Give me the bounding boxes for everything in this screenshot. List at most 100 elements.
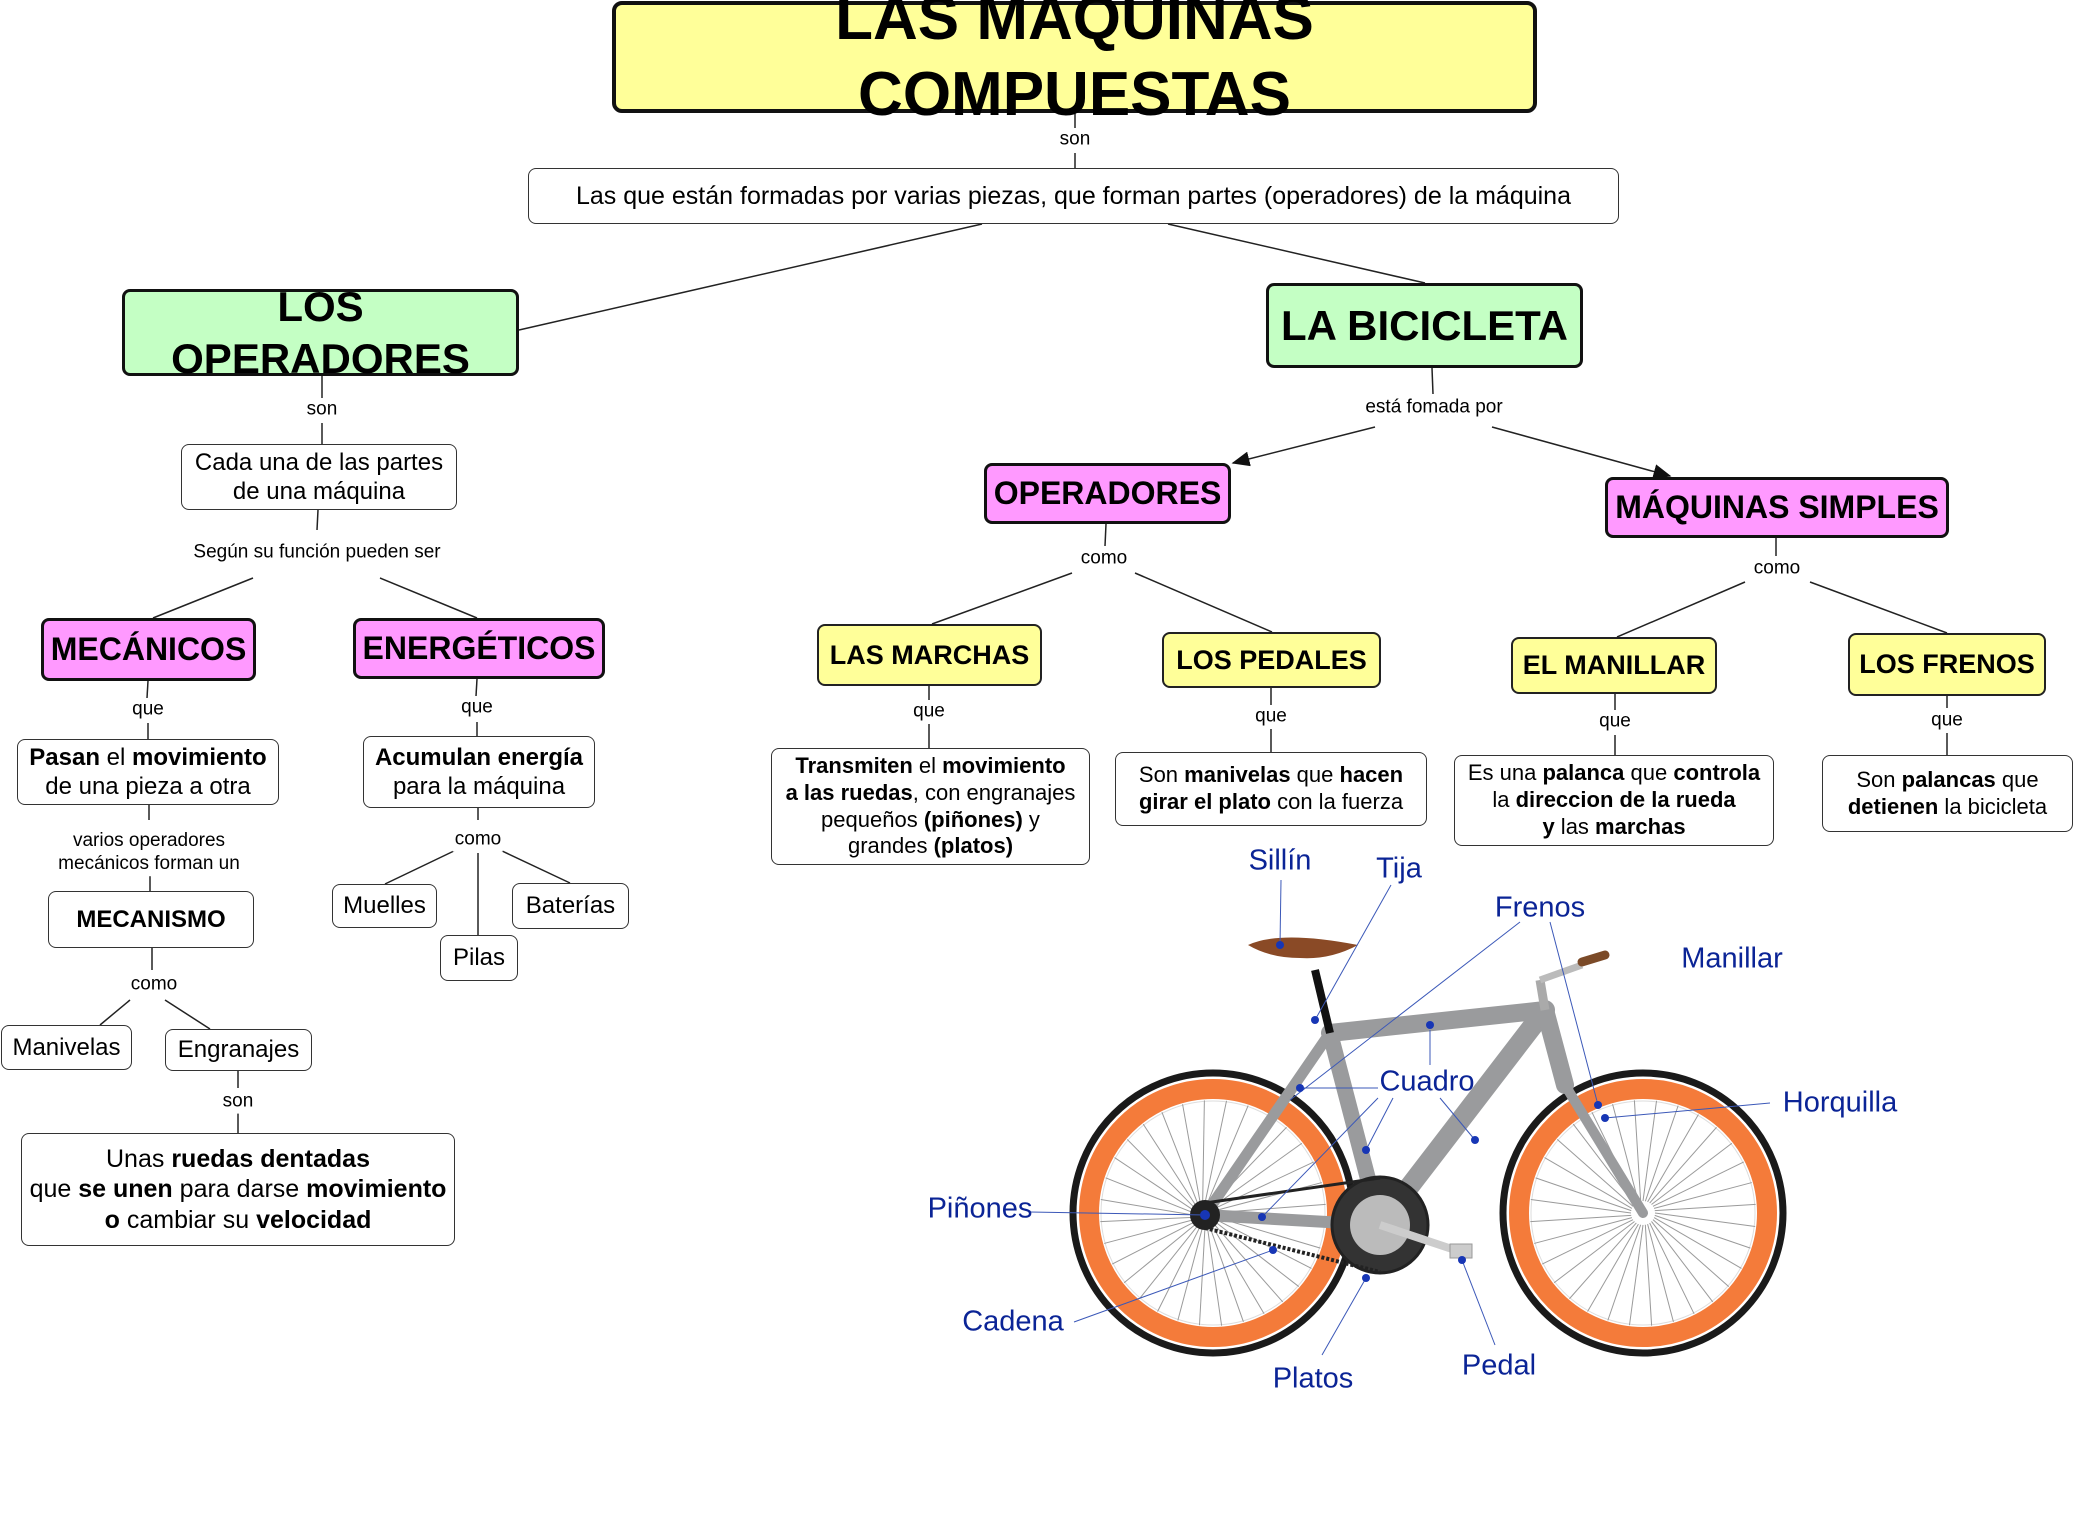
energeticos-description-node: Acumulan energía para la máquina	[363, 736, 595, 808]
description-line: para la máquina	[392, 773, 566, 800]
wheel-spoke	[1530, 1214, 1632, 1223]
description-line: Son manivelas que hacen	[1138, 762, 1404, 788]
los-pedales-node: LOS PEDALES	[1162, 632, 1381, 688]
description-line: Es una palanca que controla	[1467, 760, 1761, 786]
manillar-description-node: Es una palanca que controla la direccion…	[1454, 755, 1774, 846]
wheel-spoke	[1177, 1226, 1204, 1321]
wheel-spoke	[1535, 1177, 1632, 1212]
wheel-spoke	[1100, 1216, 1194, 1223]
bike-label-sillin: Sillín	[1248, 844, 1312, 877]
bike-label-pedal: Pedal	[1461, 1349, 1537, 1382]
wheel-spoke	[1206, 1226, 1223, 1326]
link-label-como: como	[1751, 557, 1803, 581]
las-marchas-node: LAS MARCHAS	[817, 624, 1042, 686]
operadores-node: OPERADORES	[984, 463, 1231, 524]
wheel-spoke	[1126, 1139, 1196, 1209]
wheel-spoke	[1104, 1219, 1195, 1244]
maquinas-simples-node: MÁQUINAS SIMPLES	[1605, 477, 1949, 538]
wheel-spoke	[1111, 1221, 1196, 1265]
wheel-spoke	[1182, 1104, 1201, 1205]
bike-label-manillar: Manillar	[1681, 942, 1783, 975]
description-line: Acumulan energía	[374, 743, 584, 771]
wheel-spoke	[1649, 1222, 1695, 1315]
wheel-spoke	[1530, 1198, 1632, 1214]
link-label-que: que	[911, 700, 947, 724]
link-label-son: son	[1057, 128, 1093, 152]
link-label-son: son	[220, 1090, 256, 1114]
los-frenos-node: LOS FRENOS	[1848, 633, 2046, 696]
bike-label-pinones: Piñones	[927, 1192, 1033, 1225]
description-line: girar el plato con la fuerza	[1138, 789, 1404, 814]
wheel-spoke	[1654, 1203, 1756, 1212]
el-manillar-node: EL MANILLAR	[1511, 637, 1717, 694]
bike-label-platos: Platos	[1272, 1362, 1354, 1395]
wheel-spoke	[1653, 1182, 1752, 1209]
wheel-spoke	[1644, 1105, 1679, 1202]
wheel-spoke	[1607, 1224, 1642, 1321]
wheel-spoke	[1651, 1142, 1733, 1205]
description-line: pequeños (piñones) y	[821, 806, 1040, 832]
description-line: Pasan el movimiento	[29, 743, 267, 771]
wheel-spoke	[1633, 1100, 1642, 1202]
wheel-spoke	[1209, 1225, 1244, 1322]
link-label-como: como	[1078, 547, 1130, 571]
wheel-spoke	[1534, 1217, 1633, 1244]
description-line: y las marchas	[1542, 813, 1686, 839]
bicycle-illustration	[1029, 879, 1787, 1357]
wheel-spoke	[1204, 1100, 1228, 1204]
wheel-spoke	[1214, 1221, 1300, 1287]
wheel-spoke	[1654, 1212, 1756, 1228]
mecanismo-node: MECANISMO	[48, 891, 254, 948]
link-label-como: como	[452, 828, 504, 852]
bike-label-cadena: Cadena	[962, 1305, 1064, 1338]
wheel-spoke	[1649, 1126, 1717, 1204]
wheel-spoke	[1569, 1222, 1637, 1300]
wheel-spoke	[1647, 1223, 1674, 1322]
wheel-spoke	[1653, 1217, 1742, 1269]
wheel-spoke	[1654, 1214, 1751, 1249]
wheel-spoke	[1544, 1157, 1633, 1209]
bike-label-cuadro: Cuadro	[1379, 1065, 1475, 1098]
link-label-que: que	[459, 696, 495, 720]
mecanicos-description-node: Pasan el movimiento de una pieza a otra	[17, 739, 279, 805]
wheel-spoke	[1114, 1157, 1195, 1211]
engranajes-definition-node: Unas ruedas dentadas que se unen para da…	[21, 1133, 455, 1246]
wheel-spoke	[1652, 1219, 1730, 1287]
description-line: Unas ruedas dentadas	[106, 1144, 370, 1173]
description-line: Son palancas que	[1856, 766, 2039, 792]
wheel-spoke	[1644, 1224, 1653, 1326]
description-line: de una pieza a otra	[45, 773, 251, 800]
wheel-spoke	[1211, 1224, 1265, 1315]
bike-label-frenos: Frenos	[1494, 891, 1586, 924]
frenos-description-node: Son palancas que detienen la bicicleta	[1822, 755, 2073, 832]
wheel-spoke	[1142, 1123, 1197, 1207]
description-line: que se unen para darse movimiento	[29, 1175, 447, 1204]
wheel-spoke	[1161, 1112, 1199, 1206]
description-line: Transmiten el movimiento	[795, 752, 1066, 778]
engranajes-node: Engranajes	[165, 1029, 312, 1071]
baterias-node: Baterías	[512, 883, 629, 929]
wheel-spoke	[1541, 1219, 1634, 1265]
definition-line: Cada una de las partes	[194, 448, 444, 476]
muelles-node: Muelles	[332, 884, 437, 928]
wheel-spoke	[1123, 1223, 1197, 1284]
description-line: o cambiar su velocidad	[104, 1205, 372, 1234]
pedales-description-node: Son manivelas que hacen girar el plato c…	[1115, 752, 1427, 826]
la-bicicleta-node: LA BICICLETA	[1266, 283, 1583, 368]
wheel-spoke	[1105, 1177, 1194, 1214]
link-label-que: que	[1597, 710, 1633, 734]
link-label-que: que	[1929, 709, 1965, 733]
energeticos-node: ENERGÉTICOS	[353, 618, 605, 679]
wheel-spoke	[1213, 1223, 1284, 1303]
wheel-spoke	[1139, 1224, 1199, 1300]
link-label-como: como	[128, 973, 180, 997]
wheel-spoke	[1612, 1104, 1639, 1203]
bike-label-horquilla: Horquilla	[1782, 1086, 1898, 1119]
los-operadores-node: LOS OPERADORES	[122, 283, 519, 382]
wheel-spoke	[1202, 1100, 1205, 1204]
wheel-spoke	[1157, 1225, 1201, 1312]
definition-line: de una máquina	[232, 478, 406, 505]
marchas-description-node: Transmiten el movimiento a las ruedas, c…	[771, 748, 1090, 865]
description-line: a las ruedas, con engranajes	[785, 779, 1076, 805]
description-line: grandes (platos)	[847, 833, 1014, 859]
